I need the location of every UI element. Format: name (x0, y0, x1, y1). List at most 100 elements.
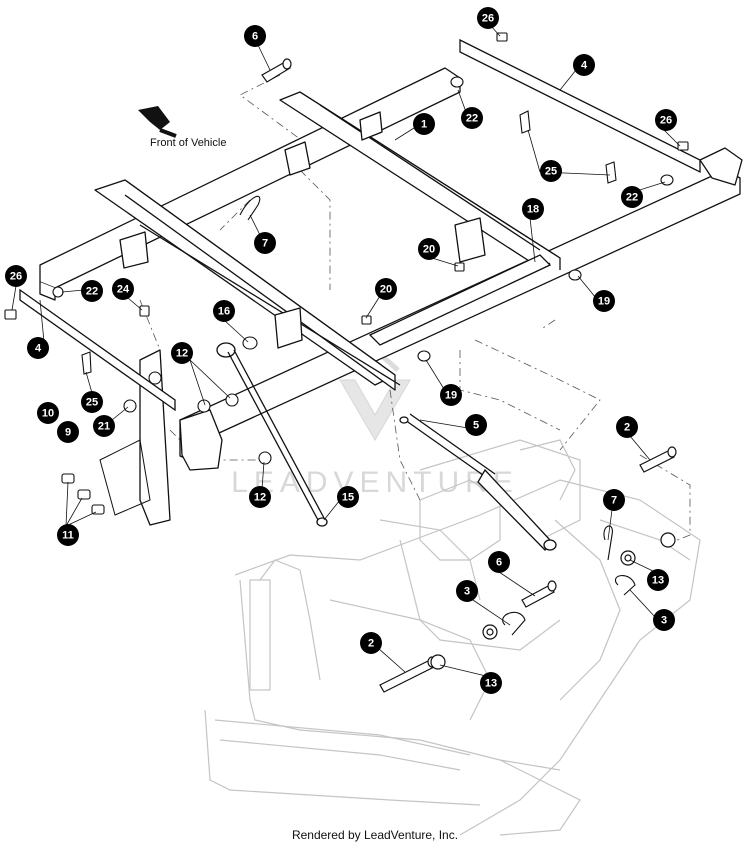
callout-number: 18 (527, 204, 539, 216)
callout-3: 3 (456, 580, 478, 602)
callout-number: 26 (660, 115, 672, 127)
callout-number: 11 (62, 530, 74, 542)
callout-number: 19 (598, 296, 610, 308)
front-of-vehicle-label: Front of Vehicle (150, 137, 226, 149)
callout-number: 5 (473, 420, 479, 432)
callout-bubble (360, 632, 382, 654)
callout-13: 13 (480, 672, 502, 694)
support-bar-rear (459, 38, 701, 174)
callout-bubble (81, 391, 103, 413)
front-of-vehicle-indicator: Front of Vehicle (138, 106, 226, 149)
callout-bubble (254, 232, 276, 254)
callout-5: 5 (465, 414, 487, 436)
callout-bubble (213, 300, 235, 322)
callout-bubble (112, 278, 134, 300)
callout-25: 25 (81, 391, 103, 413)
callout-number: 6 (252, 31, 258, 43)
pins (261, 58, 677, 693)
callout-number: 19 (445, 390, 457, 402)
callout-number: 4 (35, 343, 42, 355)
callout-bubble (37, 402, 59, 424)
callout-bubble (573, 54, 595, 76)
callout-1: 1 (413, 113, 435, 135)
callout-bubble (488, 551, 510, 573)
callout-number: 22 (626, 192, 638, 204)
callout-bubble (171, 342, 193, 364)
bushings (430, 532, 676, 670)
callout-number: 7 (611, 495, 617, 507)
callout-number: 12 (176, 348, 188, 360)
callout-19: 19 (440, 384, 462, 406)
callout-number: 24 (117, 284, 130, 296)
callout-bubble (337, 486, 359, 508)
callout-number: 13 (485, 678, 497, 690)
callout-bubble (477, 7, 499, 29)
callout-20: 20 (375, 278, 397, 300)
callout-6: 6 (488, 551, 510, 573)
hairpin-clips (239, 195, 636, 636)
vehicle-chassis-outline (204, 439, 701, 836)
callout-4: 4 (27, 337, 49, 359)
callout-10: 10 (37, 402, 59, 424)
callout-22: 22 (621, 186, 643, 208)
callout-7: 7 (254, 232, 276, 254)
callout-bubble (461, 107, 483, 129)
callout-number: 16 (218, 306, 230, 318)
callout-bubble (616, 416, 638, 438)
callout-bubble (647, 569, 669, 591)
callout-bubble (456, 580, 478, 602)
callout-7: 7 (603, 489, 625, 511)
callout-number: 15 (342, 492, 354, 504)
callout-2: 2 (360, 632, 382, 654)
callout-bubble (244, 25, 266, 47)
callout-number: 21 (98, 421, 110, 433)
callout-21: 21 (93, 415, 115, 437)
callout-22: 22 (461, 107, 483, 129)
callout-22: 22 (81, 280, 103, 302)
callout-number: 4 (581, 60, 588, 72)
callout-bubble (27, 337, 49, 359)
callout-26: 26 (655, 109, 677, 131)
fasteners (4, 32, 689, 515)
callout-number: 26 (10, 271, 22, 283)
callout-bubble (603, 489, 625, 511)
callout-2: 2 (616, 416, 638, 438)
callout-bubble (480, 672, 502, 694)
callout-11: 11 (57, 524, 79, 546)
callout-number: 2 (368, 638, 374, 650)
callout-16: 16 (213, 300, 235, 322)
callout-number: 10 (42, 408, 54, 420)
callout-bubble (593, 290, 615, 312)
direction-arrow-icon (138, 106, 170, 130)
callout-12: 12 (249, 486, 271, 508)
callout-6: 6 (244, 25, 266, 47)
callout-12: 12 (171, 342, 193, 364)
callout-number: 7 (262, 238, 268, 250)
callout-number: 3 (661, 615, 667, 627)
callout-bubble (653, 609, 675, 631)
callout-number: 22 (86, 286, 98, 298)
footer-credit: Rendered by LeadVenture, Inc. (291, 828, 459, 842)
callout-bubble (249, 486, 271, 508)
callout-19: 19 (593, 290, 615, 312)
watermark: LEADVENTURE (231, 346, 513, 499)
callout-number: 2 (624, 422, 630, 434)
callout-bubble (93, 415, 115, 437)
callout-9: 9 (57, 421, 79, 443)
callout-bubble (57, 524, 79, 546)
callout-bubble (465, 414, 487, 436)
callout-bubble (655, 109, 677, 131)
callout-bubble (418, 238, 440, 260)
gas-spring (399, 413, 557, 552)
lift-link (216, 342, 328, 527)
callout-bubble (81, 280, 103, 302)
callout-bubble (621, 186, 643, 208)
callout-13: 13 (647, 569, 669, 591)
callout-bubble (57, 421, 79, 443)
callout-bubble (540, 160, 562, 182)
callout-18: 18 (522, 198, 544, 220)
callout-number: 25 (545, 166, 557, 178)
callout-bubble (375, 278, 397, 300)
